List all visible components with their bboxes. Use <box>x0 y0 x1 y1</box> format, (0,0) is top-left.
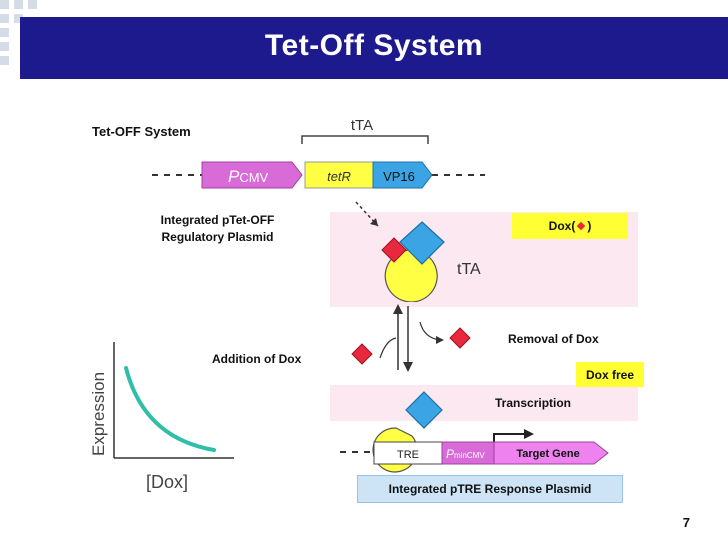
tta-complex-diagram: tTA <box>355 201 481 302</box>
tetr-box <box>304 161 374 189</box>
tta-bracket-label: tTA <box>351 117 373 134</box>
page-number: 7 <box>682 515 690 530</box>
dox-molecule-diamond <box>381 237 407 263</box>
up-arrow-head <box>393 304 403 314</box>
transcription-label: Transcription <box>495 396 572 410</box>
slide-title: Tet-Off System <box>264 29 484 62</box>
pmincmv-sub: minCMV <box>454 451 485 460</box>
corner-decoration <box>14 0 23 9</box>
bound-vp16-diamond <box>405 391 443 429</box>
transcription-arrow <box>493 433 526 444</box>
graph-xlabel: [Dox] <box>146 472 188 492</box>
corner-decoration <box>0 14 9 23</box>
corner-decoration <box>0 56 9 65</box>
transcription-arrow-head <box>524 429 534 439</box>
tta-complex-label: tTA <box>457 261 481 278</box>
equilibrium-arrows <box>351 304 471 372</box>
response-plasmid-label-box: Integrated pTRE Response Plasmid <box>357 475 623 503</box>
removal-arrow-head <box>436 336 444 344</box>
pmincmv-label: P <box>446 447 454 461</box>
tta-bracket <box>301 135 429 144</box>
plasmid-construct-diagram: tTA PCMV tetR VP16 <box>152 117 485 189</box>
addition-curve-arrow <box>379 337 397 359</box>
dox-legend-prefix: Dox( <box>548 219 576 233</box>
target-gene-label: Target Gene <box>516 448 579 460</box>
svg-text:PminCMV: PminCMV <box>446 447 485 461</box>
pcmv-promoter-arrow <box>201 161 303 189</box>
regulatory-plasmid-label: Integrated pTet-OFF Regulatory Plasmid <box>140 212 295 246</box>
svg-text:PCMV: PCMV <box>228 167 269 186</box>
addition-of-dox-label: Addition of Dox <box>212 352 302 366</box>
vp16-protein-diamond <box>399 221 445 265</box>
dox-molecule-right <box>449 327 471 349</box>
corner-decoration <box>28 0 37 9</box>
dox-diamond-icon <box>577 221 586 231</box>
pcmv-sub: CMV <box>239 170 268 185</box>
corner-decoration <box>0 28 9 37</box>
dox-free-tag: Dox free <box>576 362 644 387</box>
vp16-arrow <box>372 161 433 189</box>
removal-of-dox-label: Removal of Dox <box>508 332 599 346</box>
dox-legend-tag: Dox( ) <box>512 213 628 239</box>
tet-off-system-label: Tet-OFF System <box>92 124 191 139</box>
regulatory-plasmid-label-line1: Integrated pTet-OFF <box>160 213 275 227</box>
down-arrow-head <box>403 362 413 372</box>
corner-decoration <box>0 42 9 51</box>
expression-graph: Expression [Dox] <box>89 342 234 492</box>
transcription-background-panel <box>330 385 638 421</box>
target-gene-arrow <box>493 441 609 465</box>
dox-legend-suffix: ) <box>587 219 592 233</box>
response-plasmid-label: Integrated pTRE Response Plasmid <box>388 482 592 496</box>
graph-ylabel: Expression <box>89 372 108 456</box>
title-bar: Tet-Off System <box>20 17 728 79</box>
dox-molecule-left <box>351 343 373 365</box>
expression-arrow-head <box>370 218 378 226</box>
regulatory-plasmid-label-line2: Regulatory Plasmid <box>161 230 274 244</box>
tetr-label: tetR <box>327 169 351 184</box>
pcmv-label: P <box>228 167 240 186</box>
expression-curve <box>124 366 216 452</box>
response-construct-diagram: TRE PminCMV Target Gene <box>340 391 609 473</box>
corner-decoration <box>14 14 23 23</box>
tre-label: TRE <box>397 449 419 461</box>
vp16-label: VP16 <box>383 169 415 184</box>
corner-decoration <box>0 0 9 9</box>
dox-free-label: Dox free <box>585 367 635 382</box>
